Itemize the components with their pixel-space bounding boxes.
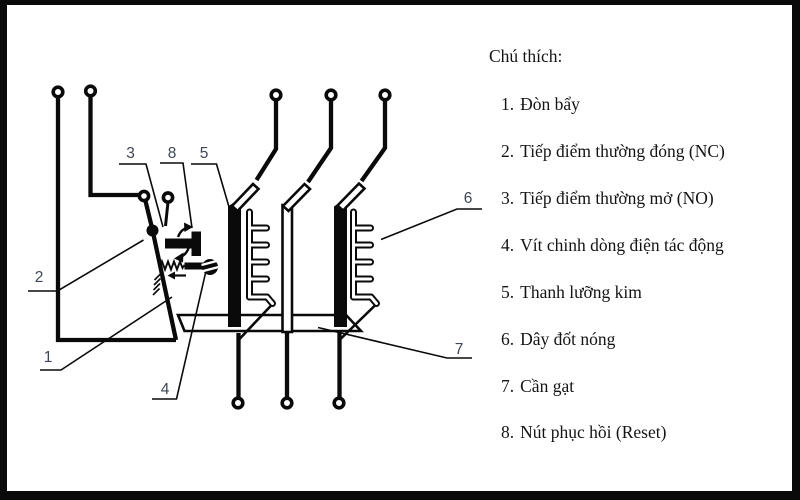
terminal: [378, 88, 392, 102]
legend-item-text: Tiếp điểm thường đóng (NC): [520, 141, 725, 161]
part-label-3: 3: [126, 145, 135, 162]
no-contact-terminal: [161, 191, 175, 204]
callout-line-2: [28, 239, 144, 292]
left-circuit-wires: [55, 96, 176, 343]
nc-feed-wire: [88, 96, 139, 198]
spring: [159, 258, 186, 273]
part-label-7: 7: [455, 341, 464, 358]
pole2-top-wire: [306, 100, 334, 184]
terminal: [269, 88, 283, 102]
terminal: [83, 84, 98, 98]
legend-item-number: 2.: [501, 141, 515, 161]
legend-item-text: Nút phục hồi (Reset): [520, 422, 667, 442]
callout-line-1: [40, 296, 173, 371]
legend-item-text: Cần gạt: [520, 376, 575, 396]
legend-item-number: 4.: [501, 235, 515, 255]
terminal: [280, 396, 294, 410]
pole-group-3: [334, 100, 388, 397]
screw-shaft: [184, 262, 205, 270]
callout-numbers: 1 2 3 4 5 6 7 8: [35, 145, 473, 398]
adjust-screw: [159, 258, 219, 275]
terminal: [231, 396, 245, 410]
legend-item-number: 8.: [501, 422, 515, 442]
callout-line-4: [152, 272, 207, 400]
motion-arrow-left: [167, 271, 186, 280]
nc-contact-terminal: [137, 189, 151, 203]
left-wire: [55, 96, 176, 343]
part-label-2: 2: [35, 269, 44, 286]
bimetal-strip: [334, 197, 347, 327]
legend-item-7: 7.Cần gạt: [501, 376, 574, 397]
part-label-6: 6: [464, 190, 473, 207]
legend-item-number: 7.: [501, 376, 515, 396]
reset-button: [165, 231, 201, 256]
legend-item-1: 1.Đòn bẩy: [501, 94, 580, 115]
legend-item-text: Vít chinh dòng điện tác động: [520, 235, 724, 255]
pole-group-1: [228, 100, 279, 397]
pole3-heater-link: [339, 302, 378, 340]
motion-arrow-up: [176, 222, 193, 238]
lever-pivot: [146, 224, 159, 237]
terminal: [51, 85, 65, 99]
legend-item-5: 5.Thanh lưỡng kim: [501, 282, 642, 303]
slider-bar: [176, 313, 365, 333]
legend-item-text: Thanh lưỡng kim: [520, 282, 642, 302]
terminal-clamp: [335, 181, 367, 213]
terminal-clamp: [281, 182, 312, 213]
part-label-5: 5: [200, 145, 209, 162]
part-label-4: 4: [161, 381, 170, 398]
callout-lines: [28, 162, 482, 400]
legend-item-number: 5.: [501, 282, 515, 302]
legend-item-number: 1.: [501, 94, 515, 114]
callout-line-6: [380, 208, 482, 241]
callout-line-8: [160, 162, 193, 229]
legend-item-8: 8.Nút phục hồi (Reset): [501, 422, 666, 443]
legend-item-number: 6.: [501, 329, 515, 349]
terminal: [332, 396, 346, 410]
terminals: [51, 84, 392, 410]
part-label-8: 8: [168, 145, 177, 162]
pole3-top-wire: [359, 100, 388, 183]
heater-element: [350, 208, 380, 307]
pole-group-2: [281, 100, 334, 397]
pole1-top-wire: [254, 100, 279, 182]
legend-item-6: 6.Dây đốt nóng: [501, 329, 615, 350]
part-label-1: 1: [44, 349, 53, 366]
legend-item-text: Tiếp điểm thường mở (NO): [520, 188, 714, 208]
trip-mechanism: [143, 200, 219, 341]
pivot-hatching: [152, 272, 162, 296]
heater-element: [246, 208, 276, 307]
callout-line-5: [191, 163, 230, 208]
legend-item-4: 4.Vít chinh dòng điện tác động: [501, 235, 724, 256]
bimetal-strip: [281, 203, 294, 334]
legend-title: Chú thích:: [489, 46, 563, 66]
callout-line-7: [317, 326, 472, 359]
legend-item-text: Đòn bẩy: [520, 94, 580, 114]
terminal-clamp: [230, 182, 261, 213]
legend-item-2: 2.Tiếp điểm thường đóng (NC): [501, 141, 725, 162]
legend-item-number: 3.: [501, 188, 515, 208]
terminal: [324, 88, 338, 102]
callout-line-3: [119, 163, 164, 228]
no-contact-post: [164, 201, 170, 227]
legend-item-3: 3.Tiếp điểm thường mở (NO): [501, 188, 714, 209]
motion-arrow-down: [174, 246, 191, 263]
bimetal-strip: [228, 197, 241, 327]
pole1-heater-link: [238, 302, 274, 340]
legend-item-text: Dây đốt nóng: [520, 329, 616, 349]
